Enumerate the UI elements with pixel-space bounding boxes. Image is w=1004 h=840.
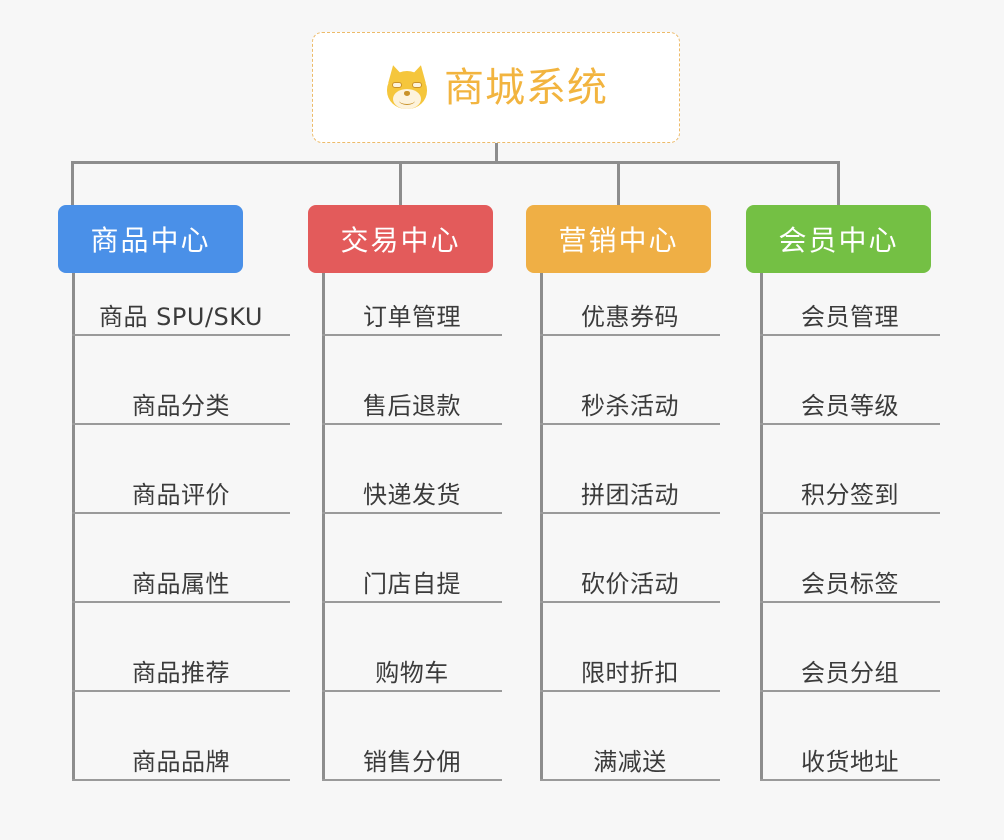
category-box-trade-center[interactable]: 交易中心 [308, 205, 493, 273]
leaf-item-label: 商品 SPU/SKU [99, 303, 263, 331]
leaf-item-label: 购物车 [375, 659, 449, 687]
leaf-item[interactable]: 销售分佣 [322, 733, 502, 781]
leaf-item[interactable]: 商品推荐 [72, 644, 290, 692]
leaf-item[interactable]: 售后退款 [322, 377, 502, 425]
leaf-item-label: 商品属性 [132, 570, 230, 598]
leaf-item[interactable]: 会员管理 [760, 288, 940, 336]
shiba-eye-right [412, 81, 422, 88]
leaf-item-label: 拼团活动 [581, 481, 679, 509]
leaf-item[interactable]: 订单管理 [322, 288, 502, 336]
leaf-item-label: 会员等级 [801, 392, 899, 420]
leaf-item[interactable]: 商品品牌 [72, 733, 290, 781]
leaf-item[interactable]: 会员等级 [760, 377, 940, 425]
leaf-item[interactable]: 商品 SPU/SKU [72, 288, 290, 336]
leaf-item-label: 会员标签 [801, 570, 899, 598]
shiba-dog-face-icon [384, 62, 430, 111]
leaf-item-label: 会员分组 [801, 659, 899, 687]
category-box-label: 营销中心 [558, 224, 679, 257]
category-box-label: 交易中心 [340, 224, 461, 257]
leaf-item-label: 优惠券码 [581, 303, 679, 331]
root-node-title: 商城系统 [444, 64, 608, 111]
shiba-nose [404, 90, 410, 96]
column-spine [540, 273, 543, 781]
leaf-item-label: 商品品牌 [132, 748, 230, 776]
leaf-item-label: 订单管理 [363, 303, 461, 331]
root-node-content: 商城系统 [384, 62, 608, 111]
leaf-item-label: 满减送 [593, 748, 667, 776]
root-node-shop-system[interactable]: 商城系统 [312, 32, 680, 143]
leaf-item[interactable]: 优惠券码 [540, 288, 720, 336]
leaf-item[interactable]: 满减送 [540, 733, 720, 781]
leaf-item-label: 积分签到 [801, 481, 899, 509]
leaf-item-label: 砍价活动 [581, 570, 679, 598]
leaf-item-label: 限时折扣 [581, 659, 679, 687]
leaf-item[interactable]: 商品评价 [72, 466, 290, 514]
category-box-member-center[interactable]: 会员中心 [746, 205, 931, 273]
leaf-item-label: 商品评价 [132, 481, 230, 509]
leaf-item[interactable]: 购物车 [322, 644, 502, 692]
leaf-item-label: 会员管理 [801, 303, 899, 331]
leaf-item[interactable]: 收货地址 [760, 733, 940, 781]
shiba-mouth [399, 96, 415, 105]
connector-root-stem [495, 143, 498, 164]
leaf-item[interactable]: 限时折扣 [540, 644, 720, 692]
leaf-item-label: 快递发货 [363, 481, 461, 509]
connector-drop-trade-center [399, 161, 402, 205]
leaf-item-label: 销售分佣 [363, 748, 461, 776]
category-box-product-center[interactable]: 商品中心 [58, 205, 243, 273]
shiba-eye-left [392, 81, 402, 88]
leaf-item[interactable]: 商品分类 [72, 377, 290, 425]
leaf-item-label: 门店自提 [363, 570, 461, 598]
leaf-item-label: 商品推荐 [132, 659, 230, 687]
leaf-item[interactable]: 拼团活动 [540, 466, 720, 514]
leaf-item[interactable]: 商品属性 [72, 555, 290, 603]
category-box-label: 商品中心 [90, 224, 211, 257]
leaf-item[interactable]: 快递发货 [322, 466, 502, 514]
leaf-item-label: 秒杀活动 [581, 392, 679, 420]
leaf-item-label: 收货地址 [801, 748, 899, 776]
leaf-item[interactable]: 会员标签 [760, 555, 940, 603]
category-box-label: 会员中心 [778, 224, 899, 257]
leaf-item-label: 商品分类 [132, 392, 230, 420]
leaf-item-label: 售后退款 [363, 392, 461, 420]
connector-drop-marketing-center [617, 161, 620, 205]
category-box-marketing-center[interactable]: 营销中心 [526, 205, 711, 273]
leaf-item[interactable]: 秒杀活动 [540, 377, 720, 425]
column-spine [760, 273, 763, 781]
column-spine [322, 273, 325, 781]
leaf-item[interactable]: 会员分组 [760, 644, 940, 692]
column-spine [72, 273, 75, 781]
leaf-item[interactable]: 砍价活动 [540, 555, 720, 603]
leaf-item[interactable]: 门店自提 [322, 555, 502, 603]
connector-horizontal-bus [72, 161, 838, 164]
connector-drop-product-center [71, 161, 74, 205]
leaf-item[interactable]: 积分签到 [760, 466, 940, 514]
connector-drop-member-center [837, 161, 840, 205]
